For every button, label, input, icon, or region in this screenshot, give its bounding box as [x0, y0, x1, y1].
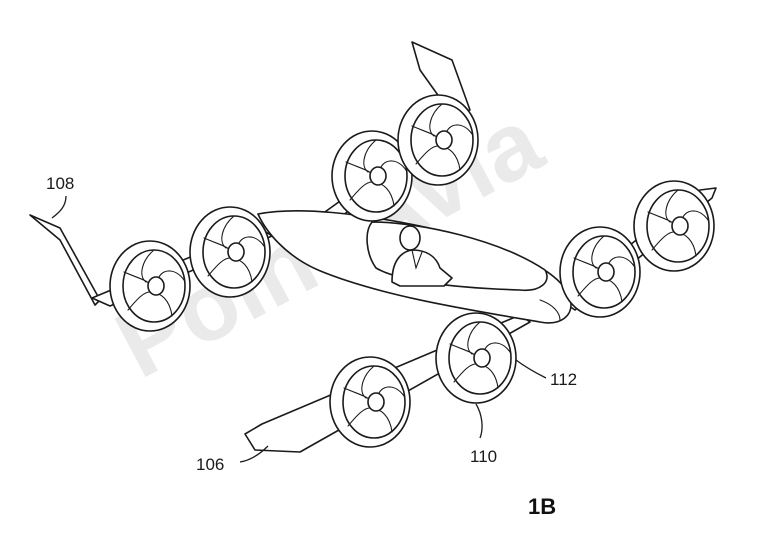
rotor-fan-rear-left-outer [109, 240, 191, 332]
leader-106 [239, 445, 269, 463]
rotor-fan-front-left-inner [435, 312, 517, 404]
figure-label: 1B [528, 494, 556, 519]
leader-108 [51, 195, 67, 219]
rotor-fan-rear-right-outer [397, 94, 479, 186]
callout-110: 110 [470, 447, 497, 466]
leader-112 [515, 359, 547, 379]
callout-112: 112 [550, 370, 577, 389]
rotor-fan-front-right-outer [633, 180, 715, 272]
leader-110 [475, 403, 483, 439]
callout-108: 108 [46, 174, 74, 193]
rotor-fan-front-left-outer [329, 356, 411, 448]
rotor-fan-rear-left-inner [189, 206, 271, 298]
rotor-fan-front-right-inner [559, 226, 641, 318]
callout-106: 106 [196, 455, 224, 474]
pilot-figure [391, 225, 453, 287]
